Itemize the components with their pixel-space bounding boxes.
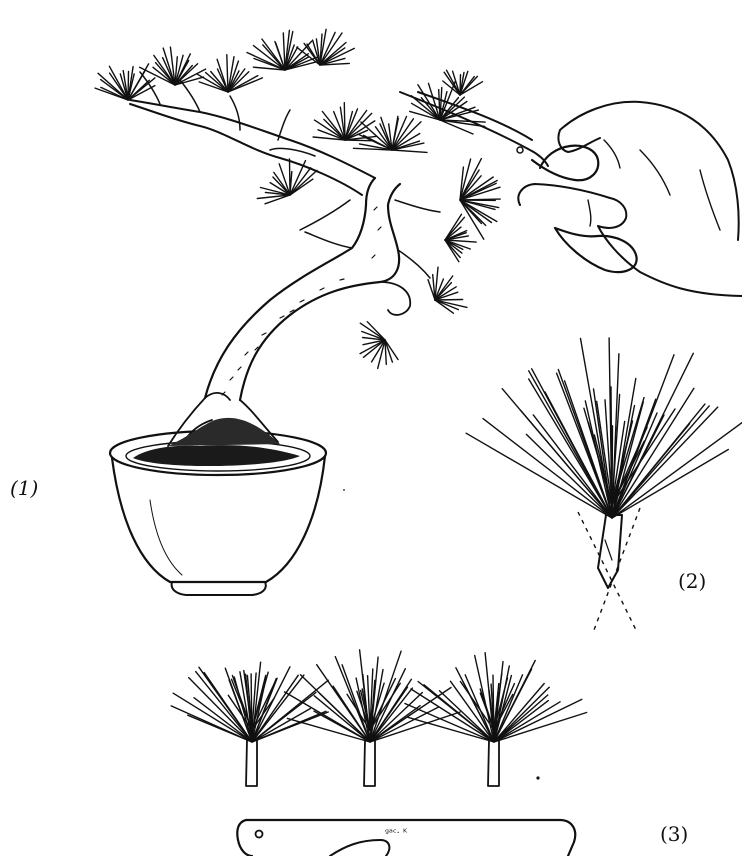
needle-tuft bbox=[443, 70, 483, 95]
small-candle bbox=[405, 653, 587, 786]
pot-soil bbox=[133, 445, 300, 466]
needle-tuft bbox=[405, 653, 587, 742]
figure-1-label: (1) bbox=[10, 476, 38, 500]
needle-tuft bbox=[466, 338, 742, 518]
figure-2-label: (2) bbox=[678, 569, 706, 593]
needle-tuft bbox=[410, 82, 486, 135]
bonsai-pot bbox=[110, 431, 326, 595]
small-candle bbox=[171, 662, 328, 786]
figure-3-label: (3) bbox=[660, 822, 688, 846]
needle-tuft bbox=[360, 322, 398, 369]
needle-tuft bbox=[95, 64, 155, 100]
scissor-blade bbox=[400, 92, 548, 166]
main-branch bbox=[130, 72, 440, 278]
needle-tuft bbox=[197, 55, 262, 92]
needle-tuft bbox=[140, 47, 206, 85]
pruning-knife: ᵍᵃᶜ· ᴷ bbox=[237, 820, 575, 856]
knife-engraving: ᵍᵃᶜ· ᴷ bbox=[385, 828, 408, 839]
hand-with-scissors bbox=[400, 92, 742, 296]
needle-tuft bbox=[313, 103, 376, 141]
cut-guide-lines bbox=[578, 508, 640, 630]
needle-clusters bbox=[95, 29, 500, 368]
bonsai-tree bbox=[95, 29, 500, 595]
three-candles bbox=[171, 650, 586, 786]
tree-trunk bbox=[205, 178, 410, 400]
needle-tuft bbox=[247, 30, 316, 70]
needle-tuft bbox=[460, 159, 500, 240]
needle-tuft bbox=[445, 214, 476, 262]
bark-texture bbox=[222, 207, 381, 395]
needle-tuft bbox=[257, 159, 317, 204]
needle-tuft bbox=[428, 267, 467, 313]
needle-tuft bbox=[354, 116, 428, 152]
